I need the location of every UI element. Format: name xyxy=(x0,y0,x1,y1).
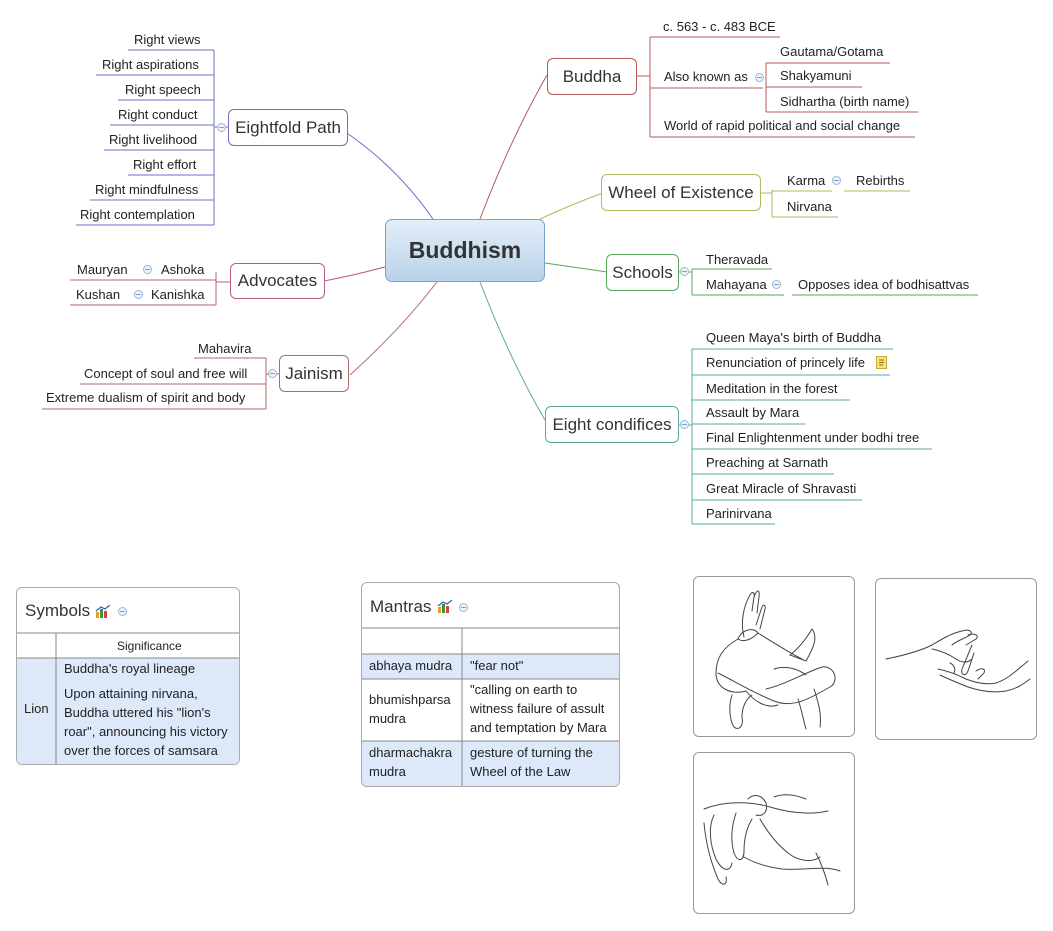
collapse-icon[interactable] xyxy=(143,265,152,274)
topic-schools[interactable]: Schools xyxy=(606,254,679,291)
jainism-item[interactable]: Mahavira xyxy=(198,341,252,356)
mudra-illustration-touching-hands[interactable] xyxy=(875,578,1037,740)
note-icon[interactable] xyxy=(876,356,887,369)
mantra-name: dharmachakra mudra xyxy=(369,745,453,779)
collapse-icon[interactable] xyxy=(217,123,226,132)
connector-schools xyxy=(544,262,608,273)
connector-wheel xyxy=(539,192,604,220)
condifice-item[interactable]: Preaching at Sarnath xyxy=(706,455,829,470)
collapse-icon[interactable] xyxy=(134,290,143,299)
condifice-item[interactable]: Queen Maya's birth of Buddha xyxy=(706,330,882,345)
buddha-aka-item[interactable]: Sidhartha (birth name) xyxy=(780,94,910,109)
topic-buddha[interactable]: Buddha xyxy=(547,58,637,95)
topic-jainism[interactable]: Jainism xyxy=(279,355,349,392)
eightfold-item[interactable]: Right livelihood xyxy=(109,132,198,147)
connector-jainism xyxy=(349,281,438,376)
mantras-title: Mantras xyxy=(370,597,432,616)
symbols-row-value: Buddha's royal lineage xyxy=(64,661,196,676)
condifice-item[interactable]: Final Enlightenment under bodhi tree xyxy=(706,430,920,445)
eightfold-item[interactable]: Right views xyxy=(134,32,201,47)
advocate-name[interactable]: Kanishka xyxy=(151,287,205,302)
school-opposes[interactable]: Opposes idea of bodhisattvas xyxy=(798,277,970,292)
eightfold-item[interactable]: Right mindfulness xyxy=(95,182,199,197)
collapse-icon[interactable] xyxy=(459,603,468,612)
eightfold-item[interactable]: Right conduct xyxy=(118,107,198,122)
collapse-icon[interactable] xyxy=(680,420,689,429)
buddha-world[interactable]: World of rapid political and social chan… xyxy=(664,118,901,133)
topic-wheel-of-existence[interactable]: Wheel of Existence xyxy=(601,174,761,211)
central-topic[interactable]: Buddhism xyxy=(385,219,545,282)
condifice-item[interactable]: Meditation in the forest xyxy=(706,381,838,396)
wheel-rebirths[interactable]: Rebirths xyxy=(856,173,905,188)
topic-advocates[interactable]: Advocates xyxy=(230,263,325,299)
symbols-header: Significance xyxy=(117,639,182,653)
chart-icon xyxy=(95,604,111,624)
mudra-illustration-raised-hand[interactable] xyxy=(693,576,855,737)
eightfold-item[interactable]: Right aspirations xyxy=(102,57,199,72)
jainism-item[interactable]: Concept of soul and free will xyxy=(84,366,248,381)
eightfold-item[interactable]: Right effort xyxy=(133,157,197,172)
mudra-illustration-crossed-legs[interactable] xyxy=(693,752,855,914)
school-mahayana[interactable]: Mahayana xyxy=(706,277,767,292)
advocate-group[interactable]: Mauryan xyxy=(77,262,128,277)
buddha-aka-item[interactable]: Shakyamuni xyxy=(780,68,852,83)
mantra-name: bhumishparsa mudra xyxy=(369,692,451,726)
eightfold-item[interactable]: Right contemplation xyxy=(80,207,195,222)
collapse-icon[interactable] xyxy=(832,176,841,185)
mantra-meaning: gesture of turning the Wheel of the Law xyxy=(470,745,593,779)
mantras-table-grid xyxy=(362,627,619,786)
collapse-icon[interactable] xyxy=(118,607,127,616)
symbols-panel[interactable]: Symbols Significance Lion Buddha's royal… xyxy=(16,587,240,765)
buddha-dates[interactable]: c. 563 - c. 483 BCE xyxy=(663,19,776,34)
collapse-icon[interactable] xyxy=(772,280,781,289)
topic-eight-condifices[interactable]: Eight condifices xyxy=(545,406,679,443)
condifice-item[interactable]: Parinirvana xyxy=(706,506,772,521)
condifice-item[interactable]: Assault by Mara xyxy=(706,405,800,420)
jainism-item[interactable]: Extreme dualism of spirit and body xyxy=(46,390,246,405)
school-theravada[interactable]: Theravada xyxy=(706,252,769,267)
connector-advocates xyxy=(323,265,389,282)
symbols-table-grid xyxy=(17,632,239,764)
buddha-aka-label[interactable]: Also known as xyxy=(664,69,748,84)
topic-eightfold-path[interactable]: Eightfold Path xyxy=(228,109,348,146)
collapse-icon[interactable] xyxy=(680,267,689,276)
condifice-item[interactable]: Great Miracle of Shravasti xyxy=(706,481,857,496)
symbols-row-label: Lion xyxy=(24,701,49,716)
advocate-group[interactable]: Kushan xyxy=(76,287,121,302)
mantra-meaning: "fear not" xyxy=(470,658,524,673)
connector-condifices xyxy=(479,281,546,421)
connector-eightfold xyxy=(346,132,436,223)
touching-hands-mudra-illustration xyxy=(885,629,1031,693)
condifice-item[interactable]: Renunciation of princely life xyxy=(706,355,865,370)
mantra-name: abhaya mudra xyxy=(369,658,453,673)
advocate-name[interactable]: Ashoka xyxy=(161,262,205,277)
mantra-meaning: "calling on earth to witness failure of … xyxy=(470,682,607,735)
wheel-karma[interactable]: Karma xyxy=(787,173,826,188)
wheel-nirvana[interactable]: Nirvana xyxy=(787,199,832,214)
collapse-icon[interactable] xyxy=(268,369,277,378)
symbols-row-value: Upon attaining nirvana, Buddha uttered h… xyxy=(64,686,228,758)
connector-buddha xyxy=(479,74,548,220)
symbols-title: Symbols xyxy=(25,601,91,620)
chart-icon xyxy=(437,599,453,619)
buddha-aka-item[interactable]: Gautama/Gotama xyxy=(780,44,884,59)
eightfold-item[interactable]: Right speech xyxy=(125,82,201,97)
raised-hand-mudra-illustration xyxy=(715,590,836,730)
collapse-icon[interactable] xyxy=(755,73,764,82)
mantras-panel[interactable]: Mantras abhaya mudra "fear not" bhumishp… xyxy=(361,582,620,787)
crossed-legs-mudra-illustration xyxy=(703,794,841,886)
